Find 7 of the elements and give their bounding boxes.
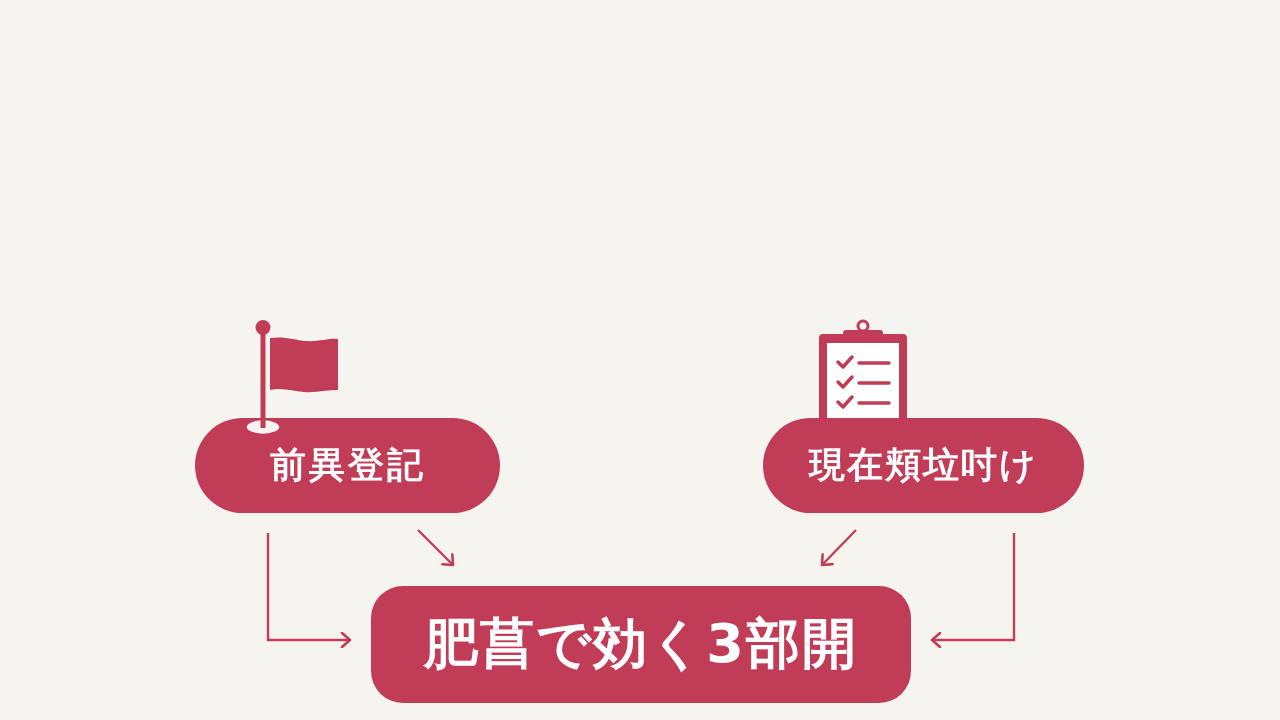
arrow (930, 533, 1016, 649)
rounded-box: 肥菖で効く3部開 (371, 586, 911, 703)
arrow (820, 529, 857, 567)
rounded-box: 前異登記 (195, 418, 500, 513)
arrow (417, 529, 455, 567)
arrow (266, 533, 352, 649)
rounded-box: 現在頬垃吋け (763, 418, 1084, 513)
